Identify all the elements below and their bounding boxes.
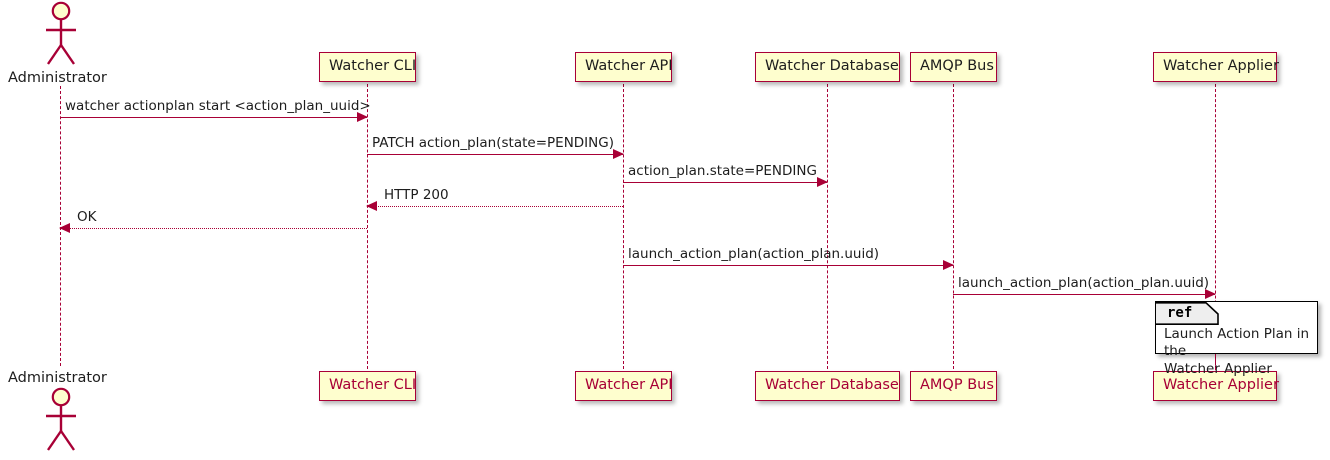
arrowhead-left-icon bbox=[59, 222, 70, 233]
actor-label-administrator-top: Administrator bbox=[8, 70, 107, 86]
lifeline-watcher-applier-stub bbox=[1215, 354, 1216, 370]
ref-fragment-body-text: Launch Action Plan in the Watcher Applie… bbox=[1164, 326, 1310, 377]
arrowhead-right-icon bbox=[613, 148, 624, 159]
message-line bbox=[367, 154, 623, 155]
participant-box-watcher-api-bottom[interactable]: Watcher API bbox=[575, 371, 673, 401]
participant-box-watcher-applier-top[interactable]: Watcher Applier bbox=[1153, 52, 1279, 82]
message-line bbox=[623, 265, 953, 266]
arrowhead-right-icon bbox=[817, 176, 828, 187]
ref-fragment-tab-shape bbox=[1156, 302, 1218, 324]
actor-figure-administrator-bottom bbox=[38, 386, 84, 460]
message-label: launch_action_plan(action_plan.uuid) bbox=[958, 274, 1210, 291]
arrowhead-right-icon bbox=[1205, 288, 1216, 299]
message-label: launch_action_plan(action_plan.uuid) bbox=[628, 245, 880, 262]
message-line bbox=[623, 182, 827, 183]
arrowhead-left-icon bbox=[366, 200, 377, 211]
message-line bbox=[60, 117, 367, 118]
actor-label-administrator-bottom: Administrator bbox=[8, 370, 107, 386]
message-line bbox=[60, 228, 367, 229]
lifeline-watcher-applier bbox=[1215, 84, 1216, 369]
participant-box-watcher-cli-top[interactable]: Watcher CLI bbox=[319, 52, 416, 82]
message-label: action_plan.state=PENDING bbox=[628, 162, 817, 179]
actor-figure-administrator-top bbox=[38, 0, 84, 72]
participant-box-amqp-bus-top[interactable]: AMQP Bus bbox=[910, 52, 997, 82]
arrowhead-right-icon bbox=[943, 259, 954, 270]
participant-box-watcher-database-top[interactable]: Watcher Database bbox=[755, 52, 900, 82]
participant-box-watcher-applier-bottom[interactable]: Watcher Applier bbox=[1153, 371, 1279, 401]
message-line bbox=[367, 206, 623, 207]
lifeline-watcher-cli bbox=[367, 84, 368, 369]
arrowhead-right-icon bbox=[357, 111, 368, 122]
ref-fragment-tab-label: ref bbox=[1167, 305, 1193, 321]
message-label: PATCH action_plan(state=PENDING) bbox=[372, 134, 614, 151]
participant-box-watcher-api-top[interactable]: Watcher API bbox=[575, 52, 673, 82]
message-label: HTTP 200 bbox=[384, 186, 449, 203]
message-label: watcher actionplan start <action_plan_uu… bbox=[65, 97, 371, 114]
participant-box-amqp-bus-bottom[interactable]: AMQP Bus bbox=[910, 371, 997, 401]
lifeline-amqp-bus bbox=[953, 84, 954, 369]
participant-box-watcher-cli-bottom[interactable]: Watcher CLI bbox=[319, 371, 416, 401]
message-label: OK bbox=[77, 208, 97, 225]
lifeline-watcher-api bbox=[623, 84, 624, 369]
ref-fragment-tab-border bbox=[1156, 302, 1219, 325]
ref-fragment-launch-action-plan[interactable]: ref Launch Action Plan in the Watcher Ap… bbox=[1155, 301, 1318, 377]
message-line bbox=[953, 294, 1215, 295]
lifeline-watcher-database bbox=[827, 84, 828, 369]
participant-box-watcher-database-bottom[interactable]: Watcher Database bbox=[755, 371, 900, 401]
